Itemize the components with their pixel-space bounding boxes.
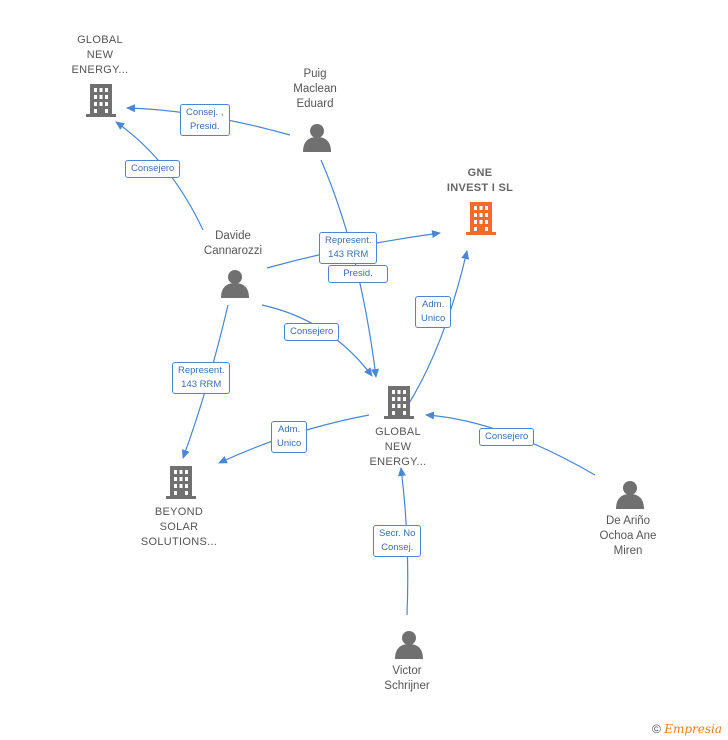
person-icon[interactable] [616,481,644,509]
company-label-beyond-solar-solutions[interactable]: BEYOND SOLAR SOLUTIONS... [140,506,218,548]
company-label-global-new-energy-top[interactable]: GLOBAL NEW ENERGY... [71,34,129,76]
company-label-gne-invest[interactable]: GNE INVEST I SL [446,167,514,194]
edge-label-secr-no-consej: Secr. No Consej. [373,525,422,557]
person-label-puig-maclean-eduard[interactable]: Puig Maclean Eduard [293,68,337,110]
edge-label-presid: Presid. [328,265,388,283]
copyright-icon: © [652,722,661,736]
edge-label-consej-presid: Consej. , Presid. [180,104,230,136]
company-label-global-new-energy-center[interactable]: GLOBAL NEW ENERGY... [369,426,427,468]
person-label-davide-cannarozzi[interactable]: Davide Cannarozzi [203,230,263,257]
edge-label-adm-unico-beyond: Adm. Unico [271,421,308,453]
edge-label-adm-unico-gne: Adm. Unico [415,296,452,328]
person-label-victor-schrijner[interactable]: Victor Schrijner [384,665,430,692]
edge-label-consejero-dearino: Consejero [479,428,535,446]
footer-brand: © Empresia [652,722,722,736]
edge-center-gne [407,250,470,406]
building-icon[interactable] [166,466,196,499]
person-label-de-arino-ochoa-ane-miren[interactable]: De Ariño Ochoa Ane Miren [599,515,657,557]
edge-label-consejero-davide-global: Consejero [125,160,181,178]
empresia-logo[interactable]: Empresia [664,722,722,736]
building-icon[interactable] [466,202,496,235]
edge-label-represent-davide-gne: Represent. 143 RRM [319,232,378,264]
person-icon[interactable] [221,270,249,298]
building-icon[interactable] [86,84,116,117]
edge-label-consejero-davide-center: Consejero [284,323,340,341]
building-icon[interactable] [384,386,414,419]
person-icon[interactable] [303,124,331,152]
edge-label-represent-davide-beyond: Represent. 143 RRM [172,362,231,394]
person-icon[interactable] [395,631,423,659]
